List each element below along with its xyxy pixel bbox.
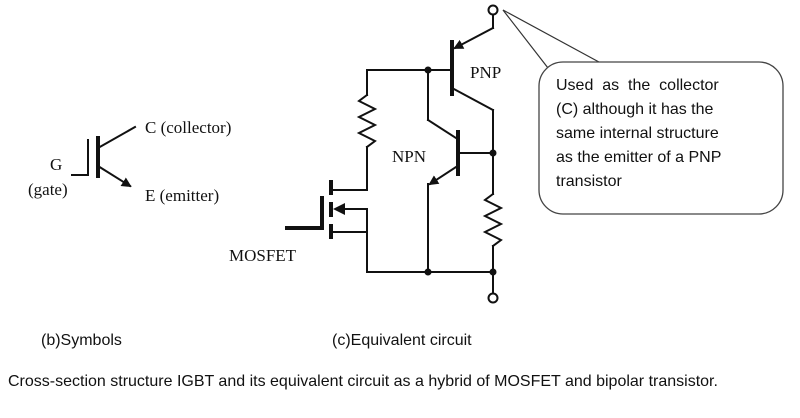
collector-terminal — [487, 4, 499, 16]
symbols-caption: (b)Symbols — [41, 332, 122, 349]
mosfet-label: MOSFET — [229, 246, 297, 265]
npn-transistor: NPN — [392, 69, 497, 273]
bottom-node-right — [489, 268, 497, 276]
collector-callout: Used as the collector (C) although it ha… — [502, 9, 784, 215]
callout-line-5: transistor — [556, 173, 622, 190]
gate-resistor — [356, 69, 378, 191]
equivalent-circuit: PNP NPN — [229, 4, 504, 349]
npn-emitter-arrow — [428, 165, 458, 186]
callout-pointer-left — [502, 9, 549, 69]
collector-label: C (collector) — [145, 118, 231, 137]
bottom-node-left — [424, 268, 432, 276]
collector-lead — [96, 125, 137, 150]
mosfet: MOSFET — [229, 180, 368, 273]
npn-collector-lead — [426, 118, 458, 140]
callout-line-2: (C) although it has the — [556, 101, 714, 118]
figure-caption: Cross-section structure IGBT and its equ… — [8, 373, 718, 390]
callout-line-4: as the emitter of a PNP — [556, 149, 721, 166]
gate-label: G — [50, 155, 62, 174]
igbt-symbol: C (collector) E (emitter) G (gate) (b)Sy… — [28, 118, 231, 349]
circuit-caption: (c)Equivalent circuit — [332, 332, 472, 349]
resistor-zigzag-right — [482, 192, 504, 248]
emitter-terminal — [487, 292, 499, 304]
callout-box — [538, 61, 784, 215]
npn-label: NPN — [392, 147, 426, 166]
gate-lead — [71, 139, 89, 176]
gate-word: (gate) — [28, 180, 68, 199]
pnp-label: PNP — [470, 63, 501, 82]
pnp-collector-lead — [450, 86, 495, 112]
emitter-lead — [96, 164, 132, 188]
callout-line-1: Used as the collector — [556, 77, 719, 94]
mosfet-gate — [285, 196, 324, 230]
mosfet-body-arrow — [333, 203, 345, 215]
pnp-emitter-arrow — [453, 26, 495, 50]
pnp-transistor: PNP — [450, 14, 501, 154]
callout-line-3: same internal structure — [556, 125, 719, 142]
emitter-label: E (emitter) — [145, 186, 219, 205]
resistor-zigzag — [356, 93, 378, 149]
callout-pointer-right — [502, 9, 611, 69]
